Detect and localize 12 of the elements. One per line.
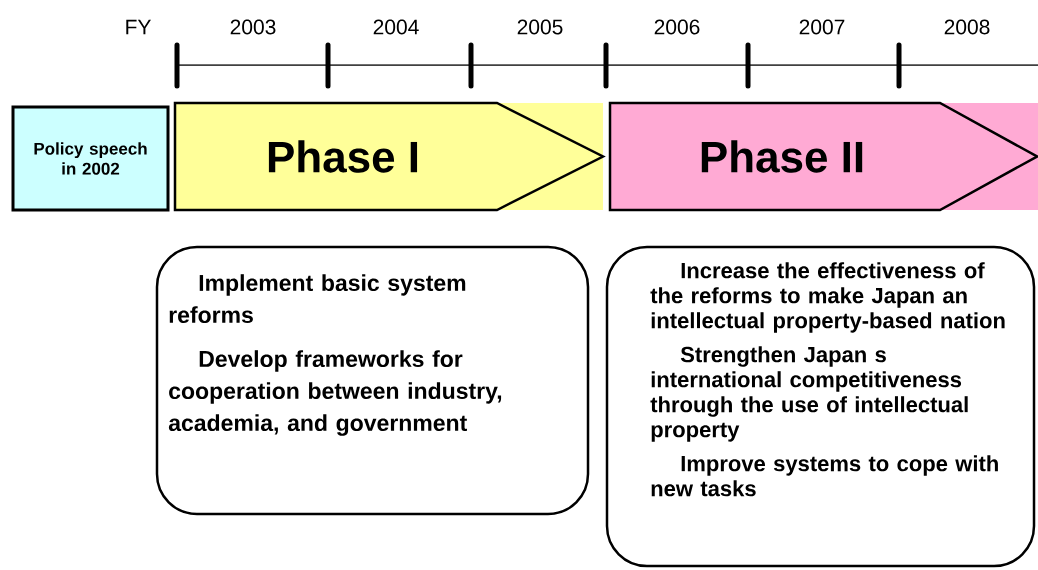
axis-label: FY xyxy=(126,19,151,35)
phase-banner: Phase II xyxy=(608,101,1038,212)
year-label: 2006 xyxy=(654,19,700,35)
year-label: 2007 xyxy=(799,19,845,35)
year-label: 2005 xyxy=(517,19,563,35)
rounded-text-box: Implement basic system reforms Develop frameworks for cooperation between industry, academia, and government xyxy=(155,245,590,516)
text-box: Policy speech in 2002 xyxy=(11,105,170,212)
rounded-text-box: Increase the effectiveness of the reforms to make Japan an intellectual property-based nation Strengthen Japan s international competitiveness through the use of intellectual property Improve systems to cope with new tasks xyxy=(605,245,1036,568)
year-label: 2004 xyxy=(373,19,419,35)
year-label: 2003 xyxy=(230,19,276,35)
phase-banner: Phase I xyxy=(173,101,606,212)
year-label: 2008 xyxy=(944,19,990,35)
